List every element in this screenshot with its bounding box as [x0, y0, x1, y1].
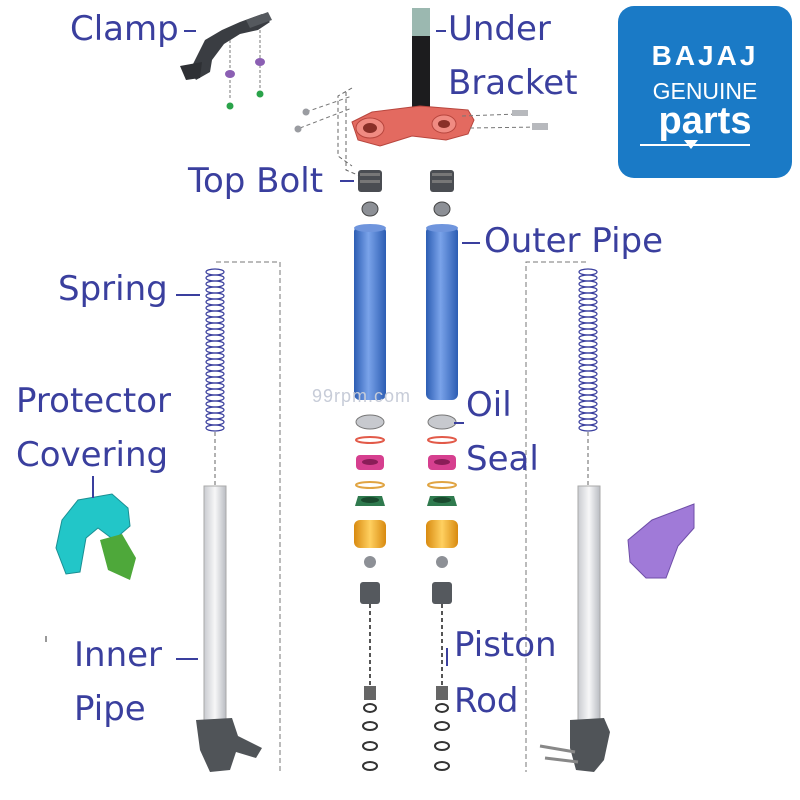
under-bracket-part: [294, 87, 548, 177]
leader-spring: [176, 294, 200, 296]
spring-coil: [578, 346, 598, 354]
spring-coil: [205, 388, 225, 396]
spring-coil: [578, 286, 598, 294]
spring-coil: [578, 424, 598, 432]
left-spring: [205, 268, 225, 432]
spring-coil: [578, 400, 598, 408]
spring-coil: [578, 418, 598, 426]
spring-coil: [205, 316, 225, 324]
spring-coil: [205, 292, 225, 300]
spring-coil: [205, 274, 225, 282]
spring-coil: [578, 310, 598, 318]
leader-piston-rod: [446, 648, 448, 666]
label-inner-pipe-line2: Pipe: [74, 689, 146, 729]
spring-coil: [205, 358, 225, 366]
spring-coil: [205, 400, 225, 408]
right-leg: [525, 261, 695, 772]
spring-coil: [205, 394, 225, 402]
leader-under-bracket: [436, 30, 446, 32]
spring-coil: [578, 358, 598, 366]
leader-inner-pipe: [176, 658, 198, 660]
spring-coil: [205, 310, 225, 318]
left-fork-column: [354, 170, 386, 771]
spring-coil: [205, 352, 225, 360]
spring-coil: [578, 334, 598, 342]
logo-brand-text: BAJAJ: [651, 40, 759, 71]
watermark-text: 99rpm.com: [312, 386, 412, 406]
spring-coil: [205, 298, 225, 306]
clamp-part: [180, 12, 272, 110]
spring-coil: [578, 292, 598, 300]
spring-coil: [205, 334, 225, 342]
logo-arrow-icon: [684, 140, 698, 149]
spring-coil: [578, 370, 598, 378]
spring-coil: [578, 394, 598, 402]
label-spring: Spring: [58, 269, 168, 309]
spring-coil: [578, 364, 598, 372]
spring-coil: [205, 418, 225, 426]
label-outer-pipe: Outer Pipe: [484, 221, 664, 261]
right-fork-column: [426, 170, 458, 771]
leader-outer-pipe: [462, 242, 480, 244]
spring-coil: [205, 424, 225, 432]
label-inner-pipe-line1: Inner: [74, 635, 163, 675]
spring-coil: [578, 382, 598, 390]
label-oil-seal-line2: Seal: [466, 439, 539, 479]
spring-coil: [205, 340, 225, 348]
spring-coil: [578, 376, 598, 384]
label-piston-rod-line2: Rod: [454, 681, 519, 721]
spring-coil: [205, 286, 225, 294]
leader-clamp: [184, 30, 196, 32]
label-protector-line2: Covering: [16, 435, 169, 475]
spring-coil: [578, 388, 598, 396]
spring-coil: [578, 322, 598, 330]
label-clamp: Clamp: [70, 9, 179, 49]
label-oil-seal-line1: Oil: [466, 385, 512, 425]
logo-genuine-text: GENUINE: [652, 78, 758, 104]
spring-coil: [578, 316, 598, 324]
spring-coil: [205, 304, 225, 312]
spring-coil: [205, 370, 225, 378]
leader-oil-seal: [454, 422, 464, 424]
spring-coil: [205, 364, 225, 372]
spring-coil: [205, 322, 225, 330]
spring-coil: [205, 280, 225, 288]
spring-coil: [578, 340, 598, 348]
spring-coil: [205, 376, 225, 384]
spring-coil: [205, 346, 225, 354]
label-under-bracket-line2: Bracket: [448, 63, 578, 103]
right-spring: [578, 268, 598, 432]
steering-stem: [412, 8, 430, 110]
spring-coil: [205, 328, 225, 336]
label-piston-rod-line1: Piston: [454, 625, 557, 665]
spring-coil: [578, 280, 598, 288]
logo-parts-text: parts: [658, 100, 752, 142]
spring-coil: [578, 412, 598, 420]
label-top-bolt: Top Bolt: [188, 161, 324, 201]
spring-coil: [578, 268, 598, 276]
spring-coil: [578, 406, 598, 414]
spring-coil: [205, 268, 225, 276]
spring-coil: [578, 274, 598, 282]
spring-coil: [578, 298, 598, 306]
leader-protector: [92, 476, 94, 498]
spring-coil: [578, 328, 598, 336]
leader-top-bolt: [340, 180, 354, 182]
bajaj-genuine-parts-logo: BAJAJ GENUINE parts: [618, 6, 792, 178]
label-under-bracket-line1: Under: [448, 9, 551, 49]
spring-coil: [578, 304, 598, 312]
spring-coil: [205, 382, 225, 390]
spring-coil: [205, 406, 225, 414]
spring-coil: [578, 352, 598, 360]
spring-coil: [205, 412, 225, 420]
label-protector-line1: Protector: [16, 381, 171, 421]
left-leg: [55, 261, 281, 772]
